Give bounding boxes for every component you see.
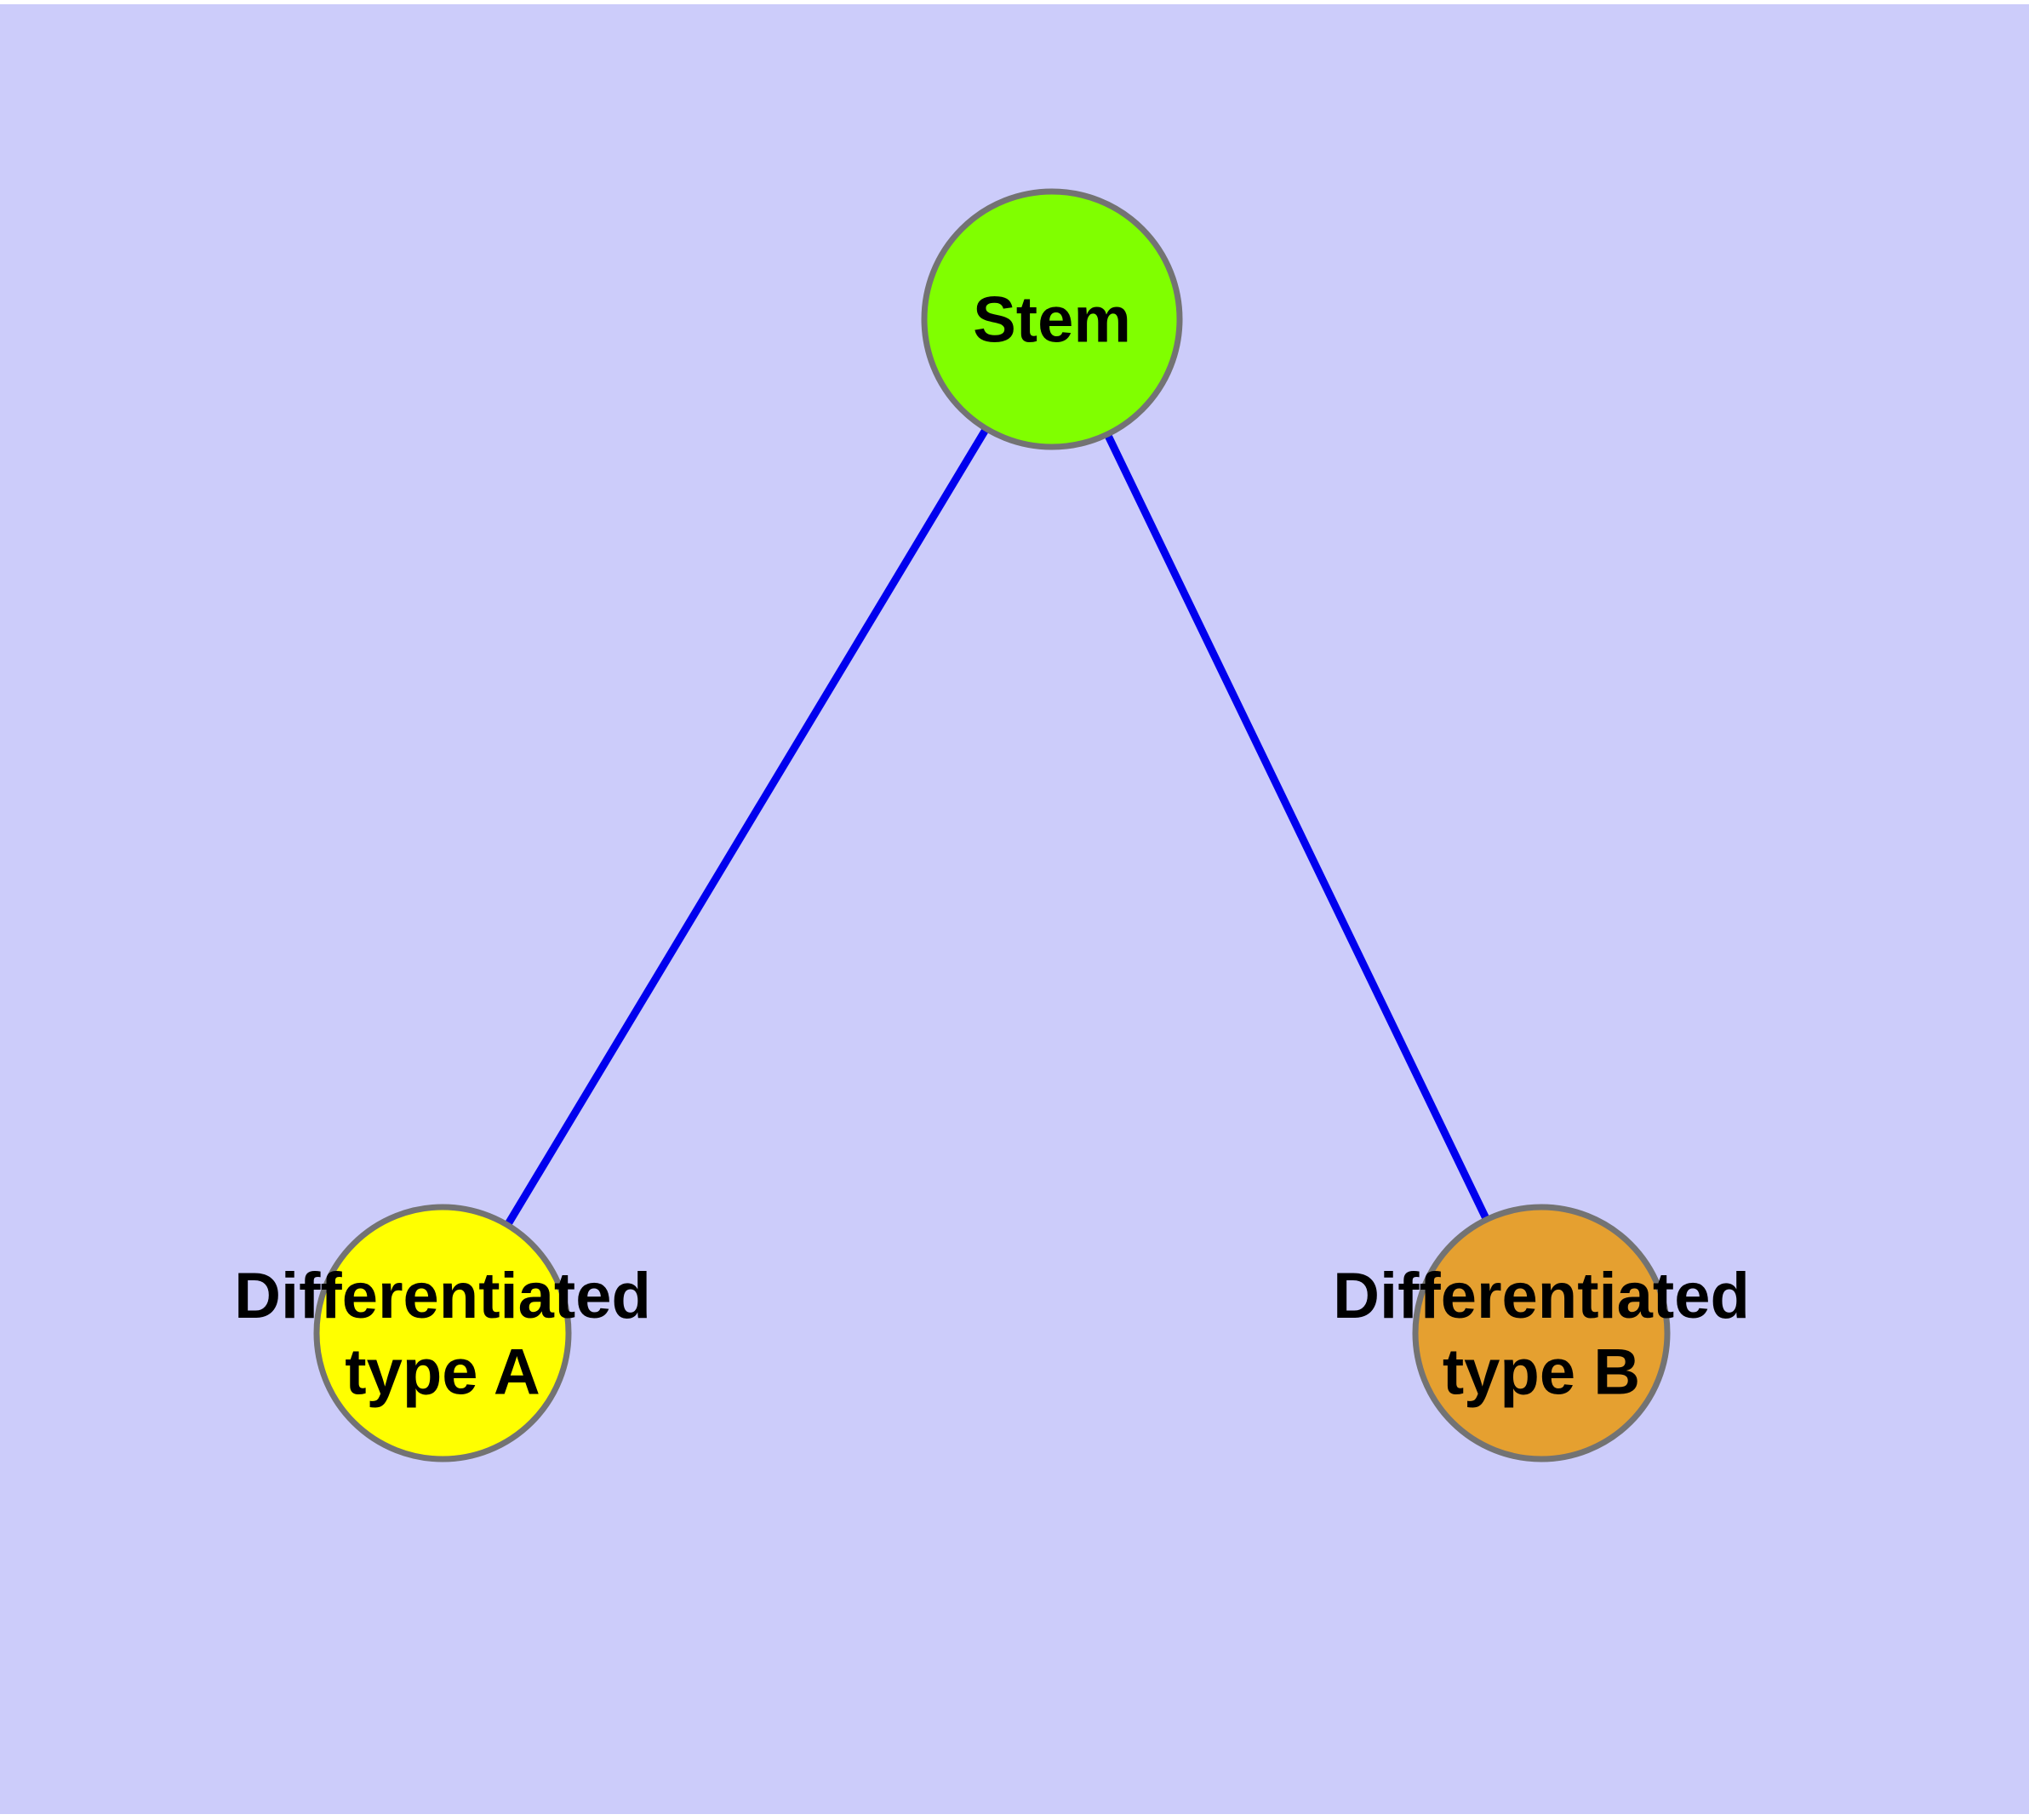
node-label-line: type B [1443,1336,1640,1408]
edges-group [501,422,1493,1232]
node-label-line: Stem [973,284,1131,357]
node-diff-b-circle[interactable] [1412,1204,1671,1462]
node-label-line: type A [345,1336,540,1408]
edge-stem-to-diff-a[interactable] [501,422,992,1232]
node-diff-a-circle[interactable] [313,1204,572,1462]
node-label-line: Differentiated [234,1260,651,1332]
edge-stem-to-diff-b[interactable] [1101,427,1493,1227]
nodes-group [313,188,1671,1462]
node-label-line: Differentiated [1333,1260,1750,1332]
node-stem-circle[interactable] [921,188,1183,450]
node-stem-label: Stem [973,284,1131,357]
